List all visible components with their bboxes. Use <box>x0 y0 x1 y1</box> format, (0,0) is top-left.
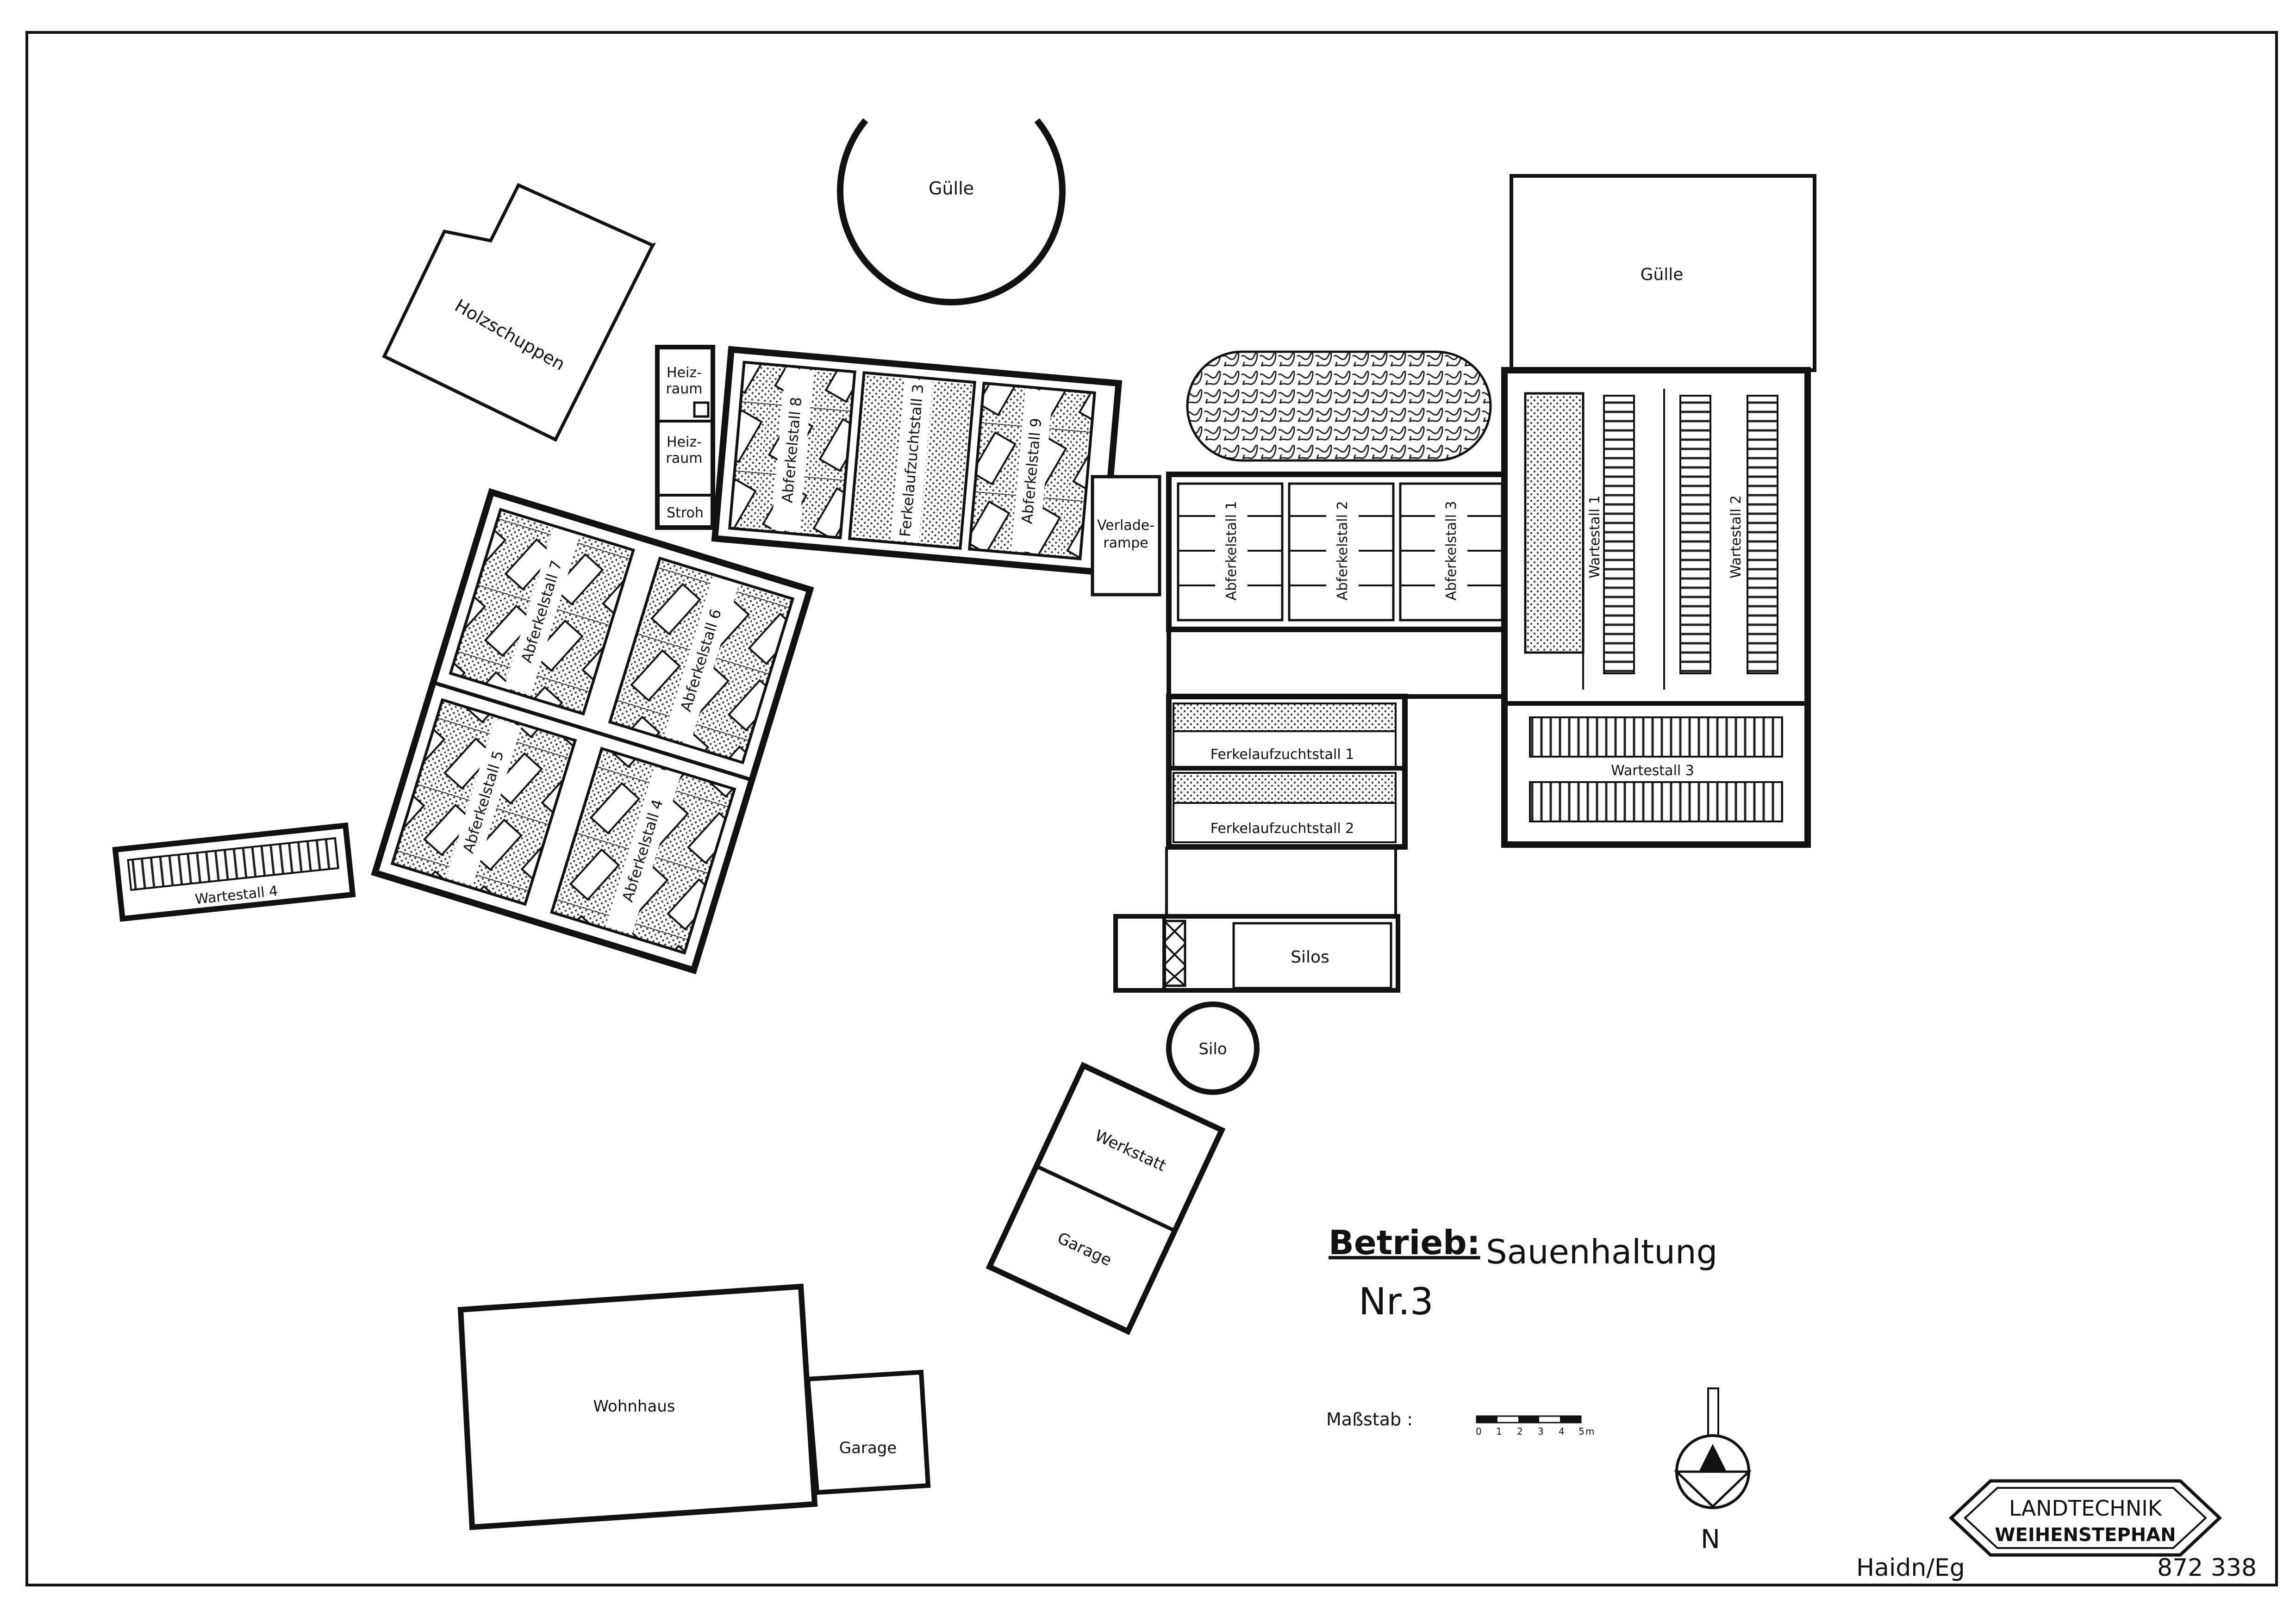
scale-tick-0: 0 <box>1476 1426 1482 1437</box>
scale-tick-2: 2 <box>1517 1426 1523 1437</box>
betrieb-value: Sauenhaltung <box>1486 1232 1717 1271</box>
wohnhaus-building: Wohnhaus <box>457 1283 818 1530</box>
north-label: N <box>1701 1524 1720 1555</box>
wartestall-block: Wartestall 1 Wartestall 2 Wartestall 3 <box>1501 367 1811 848</box>
guelle-rect-tank: Gülle <box>1510 174 1816 372</box>
betrieb-label: Betrieb: <box>1329 1223 1480 1262</box>
scale-tick-4: 4 <box>1559 1426 1565 1437</box>
ferkelaufzuchtstall-2-building <box>1173 802 1397 843</box>
scale-tick-1: 1 <box>1496 1426 1502 1437</box>
logo-line1: LANDTECHNIK <box>2009 1496 2163 1521</box>
central-barn-block: Abferkelstall 1 Abferkelstall 2 Abferkel… <box>1166 472 1512 632</box>
north-barn-block: Abferkelstall 8 Ferkelaufzuchtstall 3 Ab… <box>711 346 1123 576</box>
heizraum-2-label-line1: Heiz- <box>667 434 702 450</box>
garage-2-building: Garage <box>805 1369 931 1495</box>
wartestall-4-building: Wartestall 4 <box>112 822 356 922</box>
author-label: Haidn/Eg <box>1856 1554 1965 1582</box>
silo-round: Silo <box>1166 1001 1260 1095</box>
ferkelaufzuchtstall-2-label: Ferkelaufzuchtstall 2 <box>1210 821 1354 837</box>
plan-number: Nr.3 <box>1359 1280 1434 1323</box>
guelle-round-tank: Gülle <box>837 118 1066 305</box>
wartestall-3-label: Wartestall 3 <box>1611 763 1694 779</box>
heizraum-2-label-line2: raum <box>666 450 703 466</box>
holzschuppen-building: Holzschuppen <box>382 183 656 442</box>
north-arrow-icon: N <box>1673 1387 1752 1555</box>
drawing-frame <box>25 31 2278 1586</box>
verladerampe-label-line1: Verlade- <box>1097 517 1154 534</box>
guelle-rect-label: Gülle <box>1641 265 1684 284</box>
garage-2-label: Garage <box>839 1439 897 1457</box>
tree-hedge <box>1186 350 1492 462</box>
wartestall-3-building <box>1529 716 1783 758</box>
werkstatt-garage-block: Werkstatt Garage <box>986 1062 1226 1335</box>
abferkelstall-3-label: Abferkelstall 3 <box>1443 501 1460 600</box>
heizraum-1-label-line2: raum <box>666 381 703 397</box>
west-barn-block: Abferkelstall 7 Abferkelstall 6 Abferkel… <box>371 488 814 975</box>
silo-label: Silo <box>1198 1040 1227 1058</box>
logo-line2: WEIHENSTEPHAN <box>1995 1524 2176 1546</box>
scale-tick-3: 3 <box>1538 1426 1544 1437</box>
scale-tick-m: m <box>1585 1426 1594 1437</box>
landtechnik-logo: LANDTECHNIK WEIHENSTEPHAN <box>1948 1479 2222 1557</box>
ferkelaufzucht-block: Ferkelaufzuchtstall 1 Ferkelaufzuchtstal… <box>1166 694 1408 850</box>
verladerampe-building: Verlade- rampe <box>1091 475 1161 597</box>
abferkelstall-2-label: Abferkelstall 2 <box>1335 501 1351 600</box>
silos-block: Silos <box>1113 847 1400 993</box>
scale-label: Maßstab : <box>1326 1409 1413 1430</box>
heizraum-block: Heiz- raum Heiz- raum Stroh <box>655 345 715 530</box>
ferkelaufzuchtstall-1-label: Ferkelaufzuchtstall 1 <box>1210 746 1354 763</box>
scale-tick-5: 5 <box>1578 1426 1585 1437</box>
verladerampe-label-line2: rampe <box>1103 535 1148 551</box>
guelle-round-label: Gülle <box>929 178 974 199</box>
drawing-number: 872 338 <box>2157 1554 2257 1582</box>
wartestall-2-building <box>1747 395 1778 674</box>
wohnhaus-label: Wohnhaus <box>593 1397 675 1416</box>
scale-bar: Maßstab : 0 1 2 3 4 5 m <box>1326 1409 1594 1437</box>
stroh-label: Stroh <box>667 505 704 521</box>
corridor <box>1167 629 1509 703</box>
heizraum-1-label-line1: Heiz- <box>667 365 702 381</box>
wartestall-1-label: Wartestall 1 <box>1587 495 1603 578</box>
wartestall-1-building <box>1524 392 1585 654</box>
title-block: Betrieb: Sauenhaltung Nr.3 <box>1329 1223 1717 1323</box>
abferkelstall-1-label: Abferkelstall 1 <box>1223 501 1240 600</box>
silos-label: Silos <box>1291 948 1329 967</box>
wartestall-2-label: Wartestall 2 <box>1728 495 1744 578</box>
